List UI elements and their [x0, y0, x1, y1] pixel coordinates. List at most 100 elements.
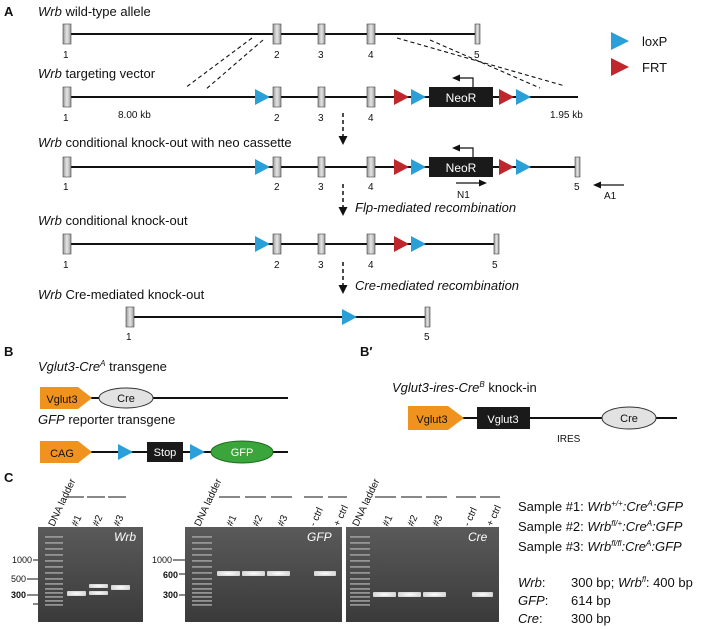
arm-left-length: 8.00 kb	[118, 110, 151, 121]
exon-2	[272, 233, 282, 255]
exon-2	[272, 23, 282, 45]
exon-num-4: 4	[368, 50, 374, 61]
gfp-label: GFP	[231, 447, 254, 459]
frt-icon	[394, 89, 409, 105]
cag-label: CAG	[50, 448, 74, 460]
gel-band	[242, 571, 265, 576]
sample-legend: Sample #1: Wrb+/+:CreA:GFP Sample #2: Wr…	[518, 499, 683, 554]
vglut3-box-label: Vglut3	[487, 414, 518, 426]
wildtype-exons	[62, 23, 481, 45]
exon-4	[366, 233, 376, 255]
lane-label: DNA ladder	[351, 477, 383, 529]
legend-loxp: loxP	[642, 34, 667, 49]
cag-promoter-arrow-icon	[40, 441, 92, 463]
marker-label: 1000	[12, 555, 32, 565]
exon-num-2: 2	[274, 50, 280, 61]
title-vglut3-ires-cre: Vglut3-ires-CreB knock-in	[392, 380, 537, 395]
exon-4	[366, 156, 376, 178]
exon-num-2: 2	[274, 113, 280, 124]
exon-num-5: 5	[574, 182, 580, 193]
legend: loxP FRT	[611, 32, 667, 76]
loxp-icon	[118, 444, 133, 460]
targeting-labels: 1 2 3 4 8.00 kb 1.95 kb	[63, 110, 583, 124]
exon-5	[474, 23, 481, 45]
lane-label: + ctrl	[485, 504, 504, 529]
loxp-legend-icon	[611, 32, 629, 50]
gel-band	[67, 591, 86, 596]
exon-num-3: 3	[318, 50, 324, 61]
exon-num-5: 5	[424, 332, 430, 343]
size-gfp-line: GFP:	[518, 593, 548, 608]
gel-cre-label: Cre	[468, 530, 488, 544]
wildtype-exon-numbers: 1 2 3 4 5	[63, 50, 480, 61]
neor-label: NeoR	[446, 161, 477, 175]
sample-1-line: Sample #1: Wrb+/+:CreA:GFP	[518, 499, 683, 514]
exon-num-4: 4	[368, 260, 374, 271]
exon-2	[272, 156, 282, 178]
gel-band	[267, 571, 290, 576]
cko-elements	[62, 233, 500, 255]
exon-3	[317, 86, 326, 108]
lane-label: #1	[70, 513, 85, 528]
exon-3	[317, 23, 326, 45]
frt-icon	[394, 236, 409, 252]
cko-neo-elements: NeoR	[62, 144, 624, 189]
gel-band	[314, 571, 336, 576]
loxp-icon	[516, 159, 531, 175]
cko-labels: 1 2 3 4 5	[63, 260, 498, 271]
exon-num-1: 1	[63, 113, 69, 124]
exon-1	[62, 86, 72, 108]
panel-label-b-prime: B′	[360, 344, 373, 359]
neor-box	[429, 87, 493, 107]
title-vglut3-cre-transgene: Vglut3-CreA transgene	[38, 359, 167, 374]
exon-num-3: 3	[318, 182, 324, 193]
exon-num-4: 4	[368, 182, 374, 193]
exon-num-2: 2	[274, 260, 280, 271]
sample-3-line: Sample #3: Wrbfl/fl:CreA:GFP	[518, 539, 682, 554]
primer-a1-arrow-icon	[593, 181, 601, 189]
exon-5	[493, 233, 500, 255]
marker-label: 1000	[152, 555, 172, 565]
cre-ellipse	[601, 406, 657, 430]
exon-5	[424, 306, 431, 328]
homology-lines	[184, 37, 566, 91]
primer-n1-label: N1	[457, 190, 470, 201]
lane-label: #1	[225, 513, 240, 528]
size-wrb-line: Wrb:	[518, 575, 545, 590]
lane-label: #2	[251, 513, 266, 528]
gel-band	[472, 592, 493, 597]
title-targeting: Wrb targeting vector	[38, 66, 156, 81]
gel-cre-ladder	[350, 536, 370, 606]
lane-label: #3	[431, 513, 446, 528]
vglut3-arrow-label: Vglut3	[416, 414, 447, 426]
gel-gfp-lane-labels: DNA ladder #1 #2 #3 - ctrl + ctrl	[193, 477, 351, 529]
gel-band	[217, 571, 240, 576]
targeting-elements: NeoR	[62, 74, 531, 108]
loxp-icon	[342, 309, 357, 325]
cre-ellipse	[98, 387, 154, 409]
exon-4	[366, 23, 376, 45]
gel-band	[373, 592, 396, 597]
loxp-icon	[190, 444, 205, 460]
lane-label: - ctrl	[462, 506, 480, 528]
exon-5	[574, 156, 581, 178]
lane-label: #3	[112, 513, 127, 528]
exon-3	[317, 156, 326, 178]
size-legend: Wrb: 300 bp; Wrbfl: 400 bp GFP: 614 bp C…	[518, 575, 693, 626]
panel-label-c: C	[4, 470, 14, 485]
exon-1	[62, 233, 72, 255]
lane-label: DNA ladder	[193, 477, 225, 529]
title-wildtype: Wrb wild-type allele	[38, 4, 151, 19]
lane-label: + ctrl	[332, 504, 351, 529]
loxp-icon	[516, 89, 531, 105]
marker-label: 300	[11, 590, 26, 600]
exon-2	[272, 86, 282, 108]
gfp-ellipse	[210, 440, 274, 464]
panel-label-b: B	[4, 344, 13, 359]
loxp-icon	[255, 236, 270, 252]
frt-icon	[394, 159, 409, 175]
lane-label: #1	[381, 513, 396, 528]
cre-label: Cre	[117, 393, 135, 405]
gel-band	[89, 584, 108, 588]
